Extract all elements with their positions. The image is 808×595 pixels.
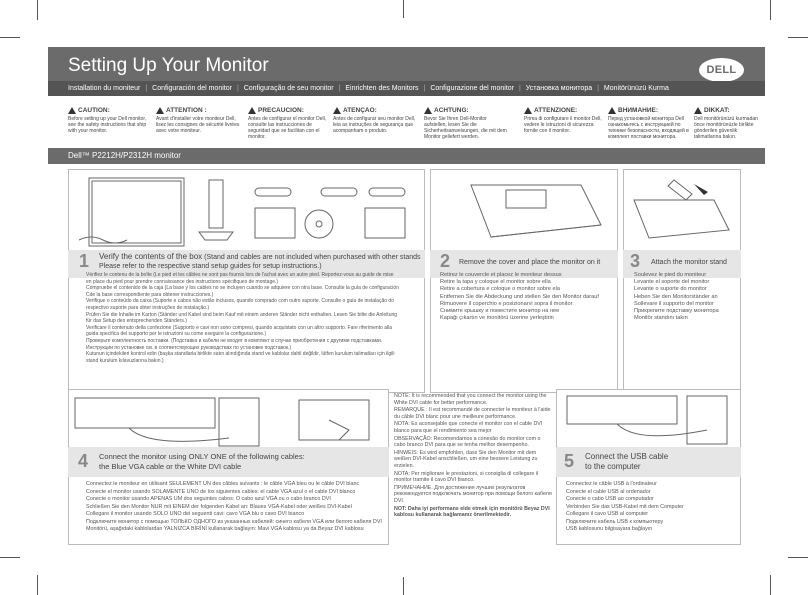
step4-title: Connect the monitor using ONLY ONE of th…: [99, 452, 305, 472]
step4-number: 4: [78, 451, 88, 472]
cable-connection-illustration: [69, 390, 388, 450]
step1-title: Verify the contents of the box (Stand an…: [99, 252, 424, 271]
crop-mark: [0, 37, 20, 38]
note-ru: ПРИМЕЧАНИЕ. Для достижения лучших резуль…: [394, 485, 552, 505]
box-contents-illustration: [69, 170, 424, 250]
note-de: HINWEIS: Es wird empfohlen, dass Sie den…: [394, 450, 552, 470]
fold-mark: [403, 577, 404, 595]
language-bar: Installation du moniteur| Configuración …: [48, 81, 765, 96]
note-fr: REMARQUE : Il est recommandé de connecte…: [394, 407, 552, 420]
note-es: NOTA: Es aconsejable que conecte el moni…: [394, 421, 552, 434]
caution-fr: ATTENTION : Avant d'installer votre moni…: [156, 107, 240, 147]
step3-title: Attach the monitor stand: [651, 258, 727, 267]
caution-pt: ATENÇÃO: Antes de configurar seu monitor…: [333, 107, 417, 147]
crop-mark: [788, 557, 808, 558]
step1-number: 1: [79, 251, 89, 272]
step5-number: 5: [564, 451, 574, 472]
dvi-note: NOTE: It is recommended that you connect…: [394, 393, 552, 545]
note-tr: NOT: Daha iyi performans elde etmek için…: [394, 506, 552, 519]
model-bar: Dell™ P2212H/P2312H monitor: [48, 148, 765, 164]
dell-logo: DELL: [699, 58, 744, 82]
step1-translations: Vérifiez le contenu de la boîte (Le pied…: [86, 272, 424, 392]
crop-mark: [770, 575, 771, 595]
remove-cover-illustration: [431, 170, 617, 250]
lang-it: Configurazione del monitor: [430, 85, 514, 92]
caution-ru: ВНИМАНИЕ: Перед установкой монитора Dell…: [608, 107, 692, 147]
crop-mark: [0, 557, 20, 558]
note-pt: OBSERVAÇÃO: Recomendamos a conexão do mo…: [394, 436, 552, 449]
fold-mark: [403, 0, 404, 18]
attach-stand-illustration: [624, 170, 740, 250]
step2-translations: Retirez le couvercle et placez le monite…: [440, 272, 618, 352]
caution-es: PRECAUCIÓN: Antes de configurar el monit…: [248, 107, 332, 147]
warning-icon: [156, 107, 164, 114]
step2-number: 2: [440, 251, 450, 272]
crop-mark: [37, 575, 38, 595]
warning-icon: [333, 107, 341, 114]
step2-title: Remove the cover and place the monitor o…: [459, 258, 600, 267]
lang-pt: Configuração de seu monitor: [244, 85, 334, 92]
usb-connection-illustration: [557, 390, 740, 450]
lang-ru: Установка монитора: [526, 85, 592, 92]
crop-mark: [770, 0, 771, 20]
caution-en: CAUTION: Before setting up your Dell mon…: [68, 107, 152, 147]
note-en: NOTE: It is recommended that you connect…: [394, 393, 552, 406]
step3-number: 3: [630, 251, 640, 272]
warning-icon: [694, 107, 702, 114]
page-title: Setting Up Your Monitor: [68, 55, 269, 77]
caution-tr: DİKKAT: Dell monitörünüzü kurmadan önce …: [694, 107, 762, 147]
warning-icon: [424, 107, 432, 114]
warning-icon: [608, 107, 616, 114]
crop-mark: [788, 37, 808, 38]
step5-title: Connect the USB cable to the computer: [585, 452, 668, 472]
caution-de: ACHTUNG: Bevor Sie Ihren Dell-Monitor au…: [424, 107, 508, 147]
lang-fr: Installation du moniteur: [68, 85, 140, 92]
caution-it: ATTENZIONE: Prima di configurare il moni…: [524, 107, 608, 147]
lang-tr: Monitörünüzü Kurma: [604, 85, 669, 92]
lang-es: Configuración del monitor: [152, 85, 232, 92]
warning-icon: [524, 107, 532, 114]
warning-icon: [248, 107, 256, 114]
note-it: NOTA: Per migliorare le prestazioni, si …: [394, 471, 552, 484]
crop-mark: [37, 0, 38, 20]
step4-translations: Connectez le moniteur en utilisant SEULE…: [86, 481, 388, 543]
lang-de: Einrichten des Monitors: [345, 85, 418, 92]
warning-icon: [68, 107, 76, 114]
